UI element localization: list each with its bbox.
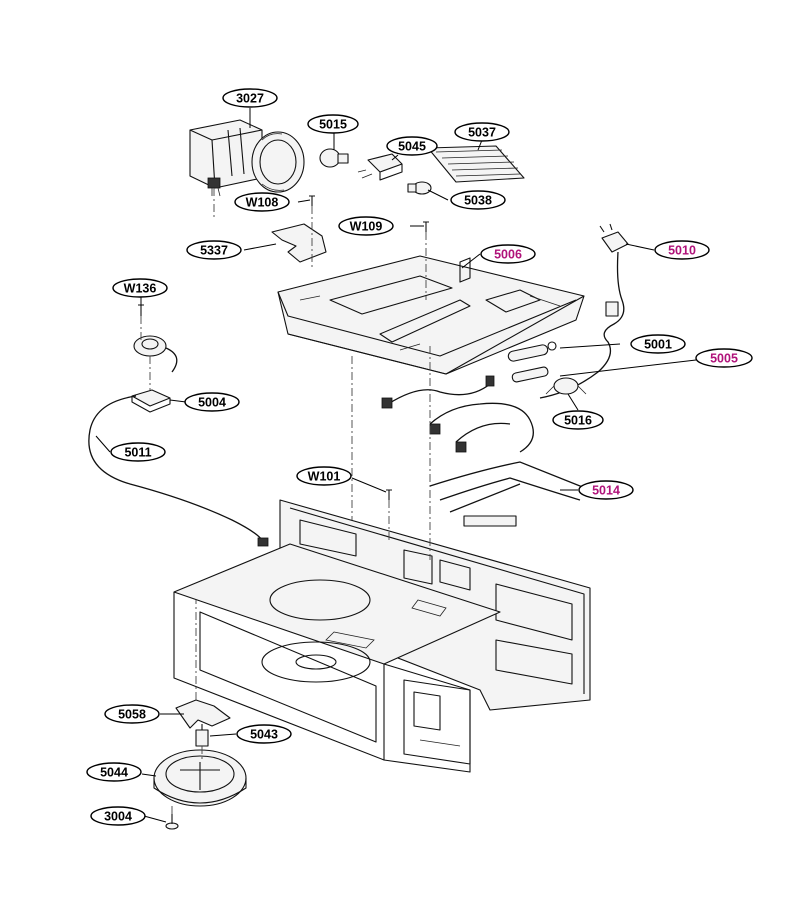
callout-number: W101 xyxy=(308,470,341,484)
callout-oval xyxy=(86,762,142,782)
callout-oval xyxy=(386,136,438,156)
callout-5010: 5010 xyxy=(654,240,710,260)
callout-oval xyxy=(338,216,394,236)
callout-number: W108 xyxy=(246,196,279,210)
callout-5004: 5004 xyxy=(184,392,240,412)
wire-harness-drawing xyxy=(381,375,591,527)
callout-oval xyxy=(450,190,506,210)
callout-5001: 5001 xyxy=(630,334,686,354)
callout-number: 5038 xyxy=(464,194,492,208)
callout-oval xyxy=(234,192,290,212)
blower-fan-drawing xyxy=(189,119,305,197)
callout-number: 5045 xyxy=(398,140,426,154)
callout-5058: 5058 xyxy=(104,704,160,724)
fuse-drawings xyxy=(507,341,557,383)
callout-w136: W136 xyxy=(112,278,168,298)
callout-number: W109 xyxy=(350,220,383,234)
small-lamp-drawing xyxy=(407,181,432,195)
base-plate-drawing xyxy=(277,255,585,375)
callout-3004: 3004 xyxy=(90,806,146,826)
callout-5043: 5043 xyxy=(236,724,292,744)
callout-3027: 3027 xyxy=(222,88,278,108)
callout-number: 3004 xyxy=(104,810,132,824)
callout-oval xyxy=(296,466,352,486)
callout-oval xyxy=(236,724,292,744)
lamp-socket-drawing xyxy=(357,153,403,181)
shaft-drawing xyxy=(195,724,209,747)
callout-w109: W109 xyxy=(338,216,394,236)
turntable-motor-drawing xyxy=(153,749,247,807)
coupler-drawing xyxy=(175,699,231,729)
callout-number: 3027 xyxy=(236,92,264,106)
power-cord-drawing xyxy=(539,223,629,399)
callout-number: 5001 xyxy=(644,338,672,352)
leader-lines xyxy=(95,108,697,823)
callout-number: 5043 xyxy=(250,728,278,742)
grille-filter-drawing xyxy=(427,145,525,183)
callout-oval xyxy=(578,480,634,500)
callout-5337: 5337 xyxy=(186,240,242,260)
callout-5016: 5016 xyxy=(552,410,604,430)
callout-oval xyxy=(104,704,160,724)
callout-oval xyxy=(184,392,240,412)
callout-number: 5044 xyxy=(100,766,128,780)
callout-oval xyxy=(630,334,686,354)
callout-number: 5058 xyxy=(118,708,146,722)
callout-oval xyxy=(695,348,753,368)
callout-w108: W108 xyxy=(234,192,290,212)
alignment-lines xyxy=(140,188,431,814)
callout-5045: 5045 xyxy=(386,136,438,156)
callout-number: 5011 xyxy=(124,446,151,460)
callout-oval xyxy=(454,122,510,142)
callout-5011: 5011 xyxy=(110,442,166,462)
callout-w101: W101 xyxy=(296,466,352,486)
callout-oval xyxy=(307,114,359,134)
callout-number: 5337 xyxy=(200,244,228,258)
callout-number: 5005 xyxy=(710,352,738,366)
callout-5014: 5014 xyxy=(578,480,634,500)
callout-oval xyxy=(222,88,278,108)
oven-cavity-drawing xyxy=(173,499,591,773)
callout-number: 5037 xyxy=(468,126,496,140)
callout-5005: 5005 xyxy=(695,348,753,368)
stirrer-motor-drawing xyxy=(131,335,178,413)
bracket-plate-drawing xyxy=(271,223,327,263)
callout-oval xyxy=(654,240,710,260)
thermostat-drawing xyxy=(545,377,587,395)
callout-5044: 5044 xyxy=(86,762,142,782)
callout-number: 5004 xyxy=(198,396,226,410)
callout-oval xyxy=(110,442,166,462)
callout-number: 5016 xyxy=(564,414,592,428)
screw-3004-drawing xyxy=(165,814,179,830)
callout-oval xyxy=(90,806,146,826)
callout-5006: 5006 xyxy=(480,244,536,264)
callout-number: 5015 xyxy=(319,118,347,132)
sensor-cord-drawing xyxy=(88,395,269,547)
callout-5037: 5037 xyxy=(454,122,510,142)
lamp-bulb-drawing xyxy=(319,148,349,168)
callout-number: 5006 xyxy=(494,248,522,262)
callout-5015: 5015 xyxy=(307,114,359,134)
callout-oval xyxy=(480,244,536,264)
callout-number: W136 xyxy=(124,282,157,296)
callout-number: 5010 xyxy=(668,244,696,258)
callout-number: 5014 xyxy=(592,484,620,498)
callout-oval xyxy=(112,278,168,298)
callout-oval xyxy=(186,240,242,260)
callout-oval xyxy=(552,410,604,430)
callout-5038: 5038 xyxy=(450,190,506,210)
